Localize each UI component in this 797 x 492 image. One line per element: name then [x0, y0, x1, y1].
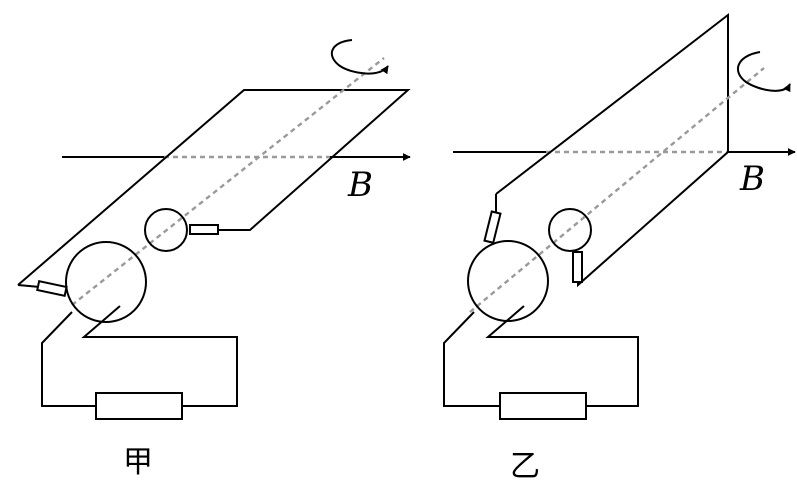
- field-label-left: B: [347, 165, 373, 205]
- resistor-right: [499, 392, 587, 420]
- rotation-axis-left: [71, 57, 385, 306]
- rotation-arrow-right: [736, 51, 791, 93]
- panel-yi: B 乙: [443, 12, 796, 484]
- circuit-wire-right: [443, 305, 639, 407]
- slip-ring-small-left: [144, 208, 188, 252]
- caption-jia: 甲: [123, 445, 153, 480]
- resistor-left: [95, 392, 183, 420]
- slip-ring-small-right: [548, 208, 592, 252]
- field-label-right: B: [739, 159, 765, 199]
- slip-ring-large-left: [65, 241, 147, 323]
- panel-jia: B 甲: [17, 39, 411, 480]
- rotation-axis-right: [469, 67, 765, 313]
- brush-left-b: [189, 224, 219, 235]
- brush-right-a: [483, 210, 502, 244]
- brush-right-b: [572, 251, 583, 283]
- circuit-wire-left: [41, 305, 238, 407]
- coil-lead-left: [17, 284, 41, 288]
- brush-left-a: [36, 279, 68, 297]
- caption-yi: 乙: [510, 449, 540, 484]
- coil-horizontal: [17, 89, 411, 286]
- rotation-arrow-left: [330, 39, 389, 75]
- coil-vertical: [495, 12, 729, 288]
